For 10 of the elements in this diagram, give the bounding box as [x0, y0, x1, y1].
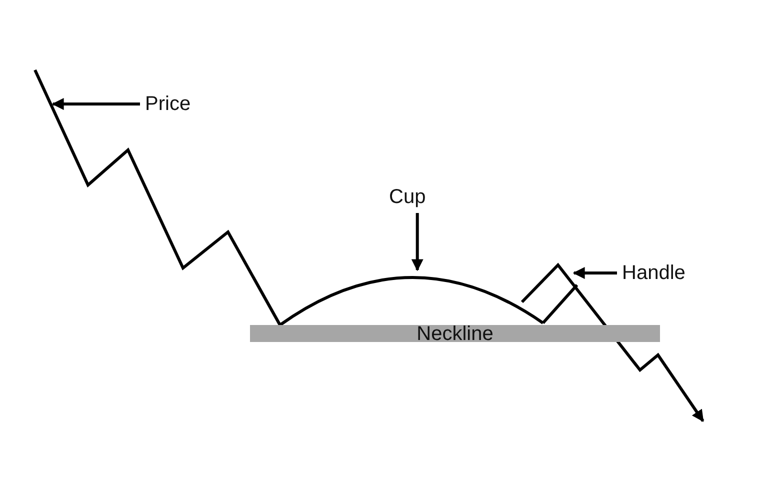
callout-label: Handle [622, 262, 686, 284]
leader-arrow [411, 213, 424, 272]
handle-line [520, 262, 704, 422]
neckline-bar: Neckline [250, 325, 660, 342]
leader-arrow [572, 267, 617, 279]
callout-label: Cup [389, 186, 426, 208]
cup-curve [279, 276, 544, 326]
price-line [34, 69, 282, 326]
callout-label: Price [145, 93, 191, 115]
leader-arrow [52, 98, 140, 110]
